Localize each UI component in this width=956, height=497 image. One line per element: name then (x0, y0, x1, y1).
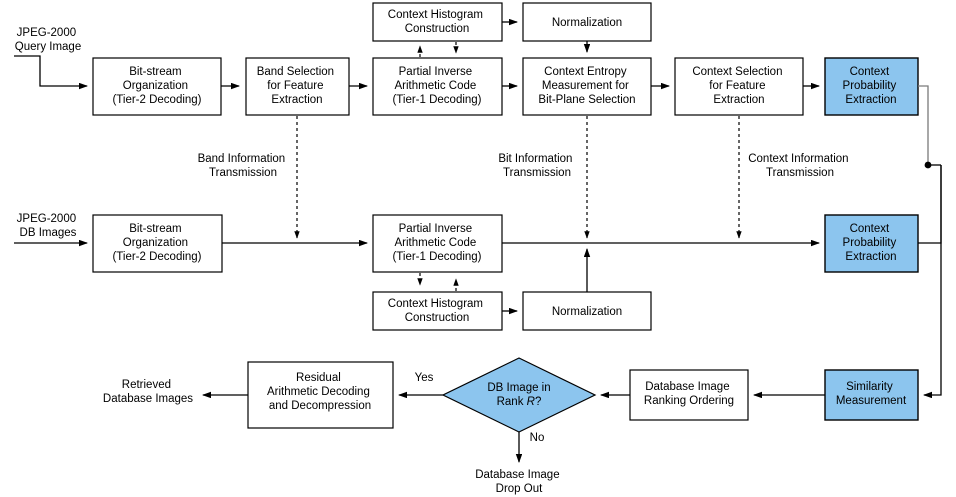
node-query-partial-inverse-label: Partial Inverse Arithmetic Code (Tier-1 … (392, 66, 481, 106)
label-bit-information-transmission: Bit Information Transmission (498, 153, 575, 179)
query-input-label: JPEG-2000 Query Image (15, 27, 81, 53)
node-db-normalization-label: Normalization (552, 306, 622, 318)
label-database-image-drop-out: Database Image Drop Out (475, 469, 563, 495)
node-query-bitstream-organization (92, 57, 222, 116)
node-query-context-histogram (372, 2, 503, 42)
node-similarity-measurement (824, 369, 919, 421)
node-db-context-probability-label: Context Probability Extraction (843, 223, 900, 263)
node-query-normalization (522, 2, 652, 42)
node-query-bitstream-organization-label: Bit-stream Organization (Tier-2 Decoding… (112, 66, 201, 106)
node-query-context-probability-label: Context Probability Extraction (843, 66, 900, 106)
label-retrieved-database-images: Retrieved Database Images (103, 379, 193, 405)
node-query-normalization-label: Normalization (552, 17, 622, 29)
node-query-partial-inverse (372, 57, 503, 116)
node-decision-label: DB Image in (487, 382, 550, 394)
node-db-partial-inverse-label: Partial Inverse Arithmetic Code (Tier-1 … (392, 223, 481, 263)
node-query-context-probability (824, 57, 919, 116)
node-residual-arithmetic-decoding (247, 361, 394, 429)
edge-qctxprob-down (918, 85, 929, 165)
label-context-information-transmission: Context Information Transmission (748, 153, 852, 179)
node-db-context-histogram-label: Context Histogram Construction (388, 298, 486, 324)
node-db-bitstream-organization-label: Bit-stream Organization (Tier-2 Decoding… (112, 223, 201, 263)
node-db-context-histogram (372, 291, 503, 331)
node-band-selection-label: Band Selection for Feature Extraction (257, 66, 338, 106)
node-context-entropy-measurement-label: Context Entropy Measurement for Bit-Plan… (538, 66, 635, 106)
node-query-context-histogram-label: Context Histogram Construction (388, 9, 486, 35)
label-yes: Yes (415, 372, 434, 384)
node-db-partial-inverse (372, 214, 503, 273)
node-decision-label-rank: Rank R? (497, 396, 542, 408)
node-residual-arithmetic-decoding-label: Residual Arithmetic Decoding and Decompr… (267, 372, 373, 412)
node-decision-db-image-in-rank (441, 357, 597, 433)
node-db-normalization (522, 291, 652, 331)
edge-dbctxprob-to-bus (918, 165, 942, 244)
node-db-bitstream-organization (92, 214, 223, 273)
label-no: No (530, 432, 545, 444)
edge-bus-down-to-similarity (923, 165, 942, 399)
label-band-information-transmission: Band Information Transmission (198, 153, 289, 179)
node-context-selection-label: Context Selection for Feature Extraction (692, 66, 785, 106)
node-database-image-ranking-label: Database Image Ranking Ordering (644, 381, 734, 407)
edge-query-to-bitstream (14, 55, 88, 90)
db-input-label: JPEG-2000 DB Images (17, 213, 80, 239)
node-similarity-measurement-label: Similarity Measurement (836, 381, 907, 407)
node-context-entropy-measurement (522, 57, 652, 116)
